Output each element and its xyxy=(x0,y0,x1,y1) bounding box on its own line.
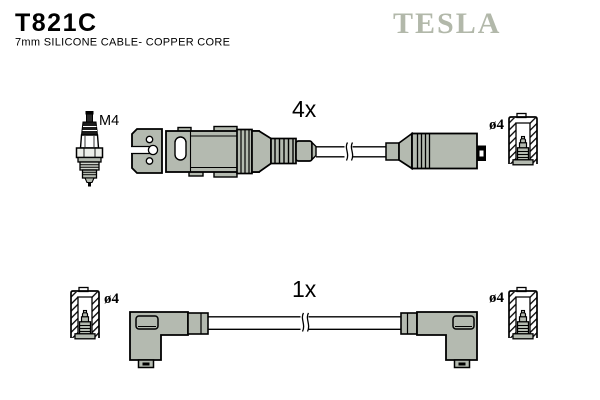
cable-break-icon xyxy=(306,312,310,332)
straight-boot-connector xyxy=(385,131,486,171)
assembly-4x xyxy=(130,125,486,178)
boot-cross-section-icon-bottom-left xyxy=(70,286,100,340)
subtitle: 7mm SILICONE CABLE- COPPER CORE xyxy=(15,37,230,49)
assembly-1x xyxy=(129,311,478,369)
cable-break-icon xyxy=(345,142,349,161)
cable-4x xyxy=(316,142,386,161)
boot-cross-section-icon-bottom-right xyxy=(508,286,538,340)
connector-bellows xyxy=(251,130,317,173)
label-diameter-bottom-right: ø4 xyxy=(489,290,505,306)
connector-body xyxy=(165,125,260,178)
cable-break-icon xyxy=(350,142,354,161)
angled-boot-left xyxy=(129,311,209,369)
label-diameter-top-right: ø4 xyxy=(489,117,505,133)
part-number: T821C xyxy=(15,9,98,37)
spark-plug-icon xyxy=(75,111,104,187)
header: T821C 7mm SILICONE CABLE- COPPER CORE TE… xyxy=(15,7,501,49)
label-quantity-1x: 1x xyxy=(292,276,317,302)
label-diameter-bottom-left: ø4 xyxy=(104,291,120,307)
cable-1x xyxy=(208,312,401,332)
angled-boot-right xyxy=(400,311,478,369)
label-quantity-4x: 4x xyxy=(292,96,317,122)
label-spark-plug-thread: M4 xyxy=(99,113,119,129)
boot-cross-section-icon-top-right xyxy=(508,112,538,166)
cable-break-icon xyxy=(301,312,305,332)
distributor-connector-end xyxy=(130,128,163,174)
tesla-logo: TESLA xyxy=(393,7,501,40)
